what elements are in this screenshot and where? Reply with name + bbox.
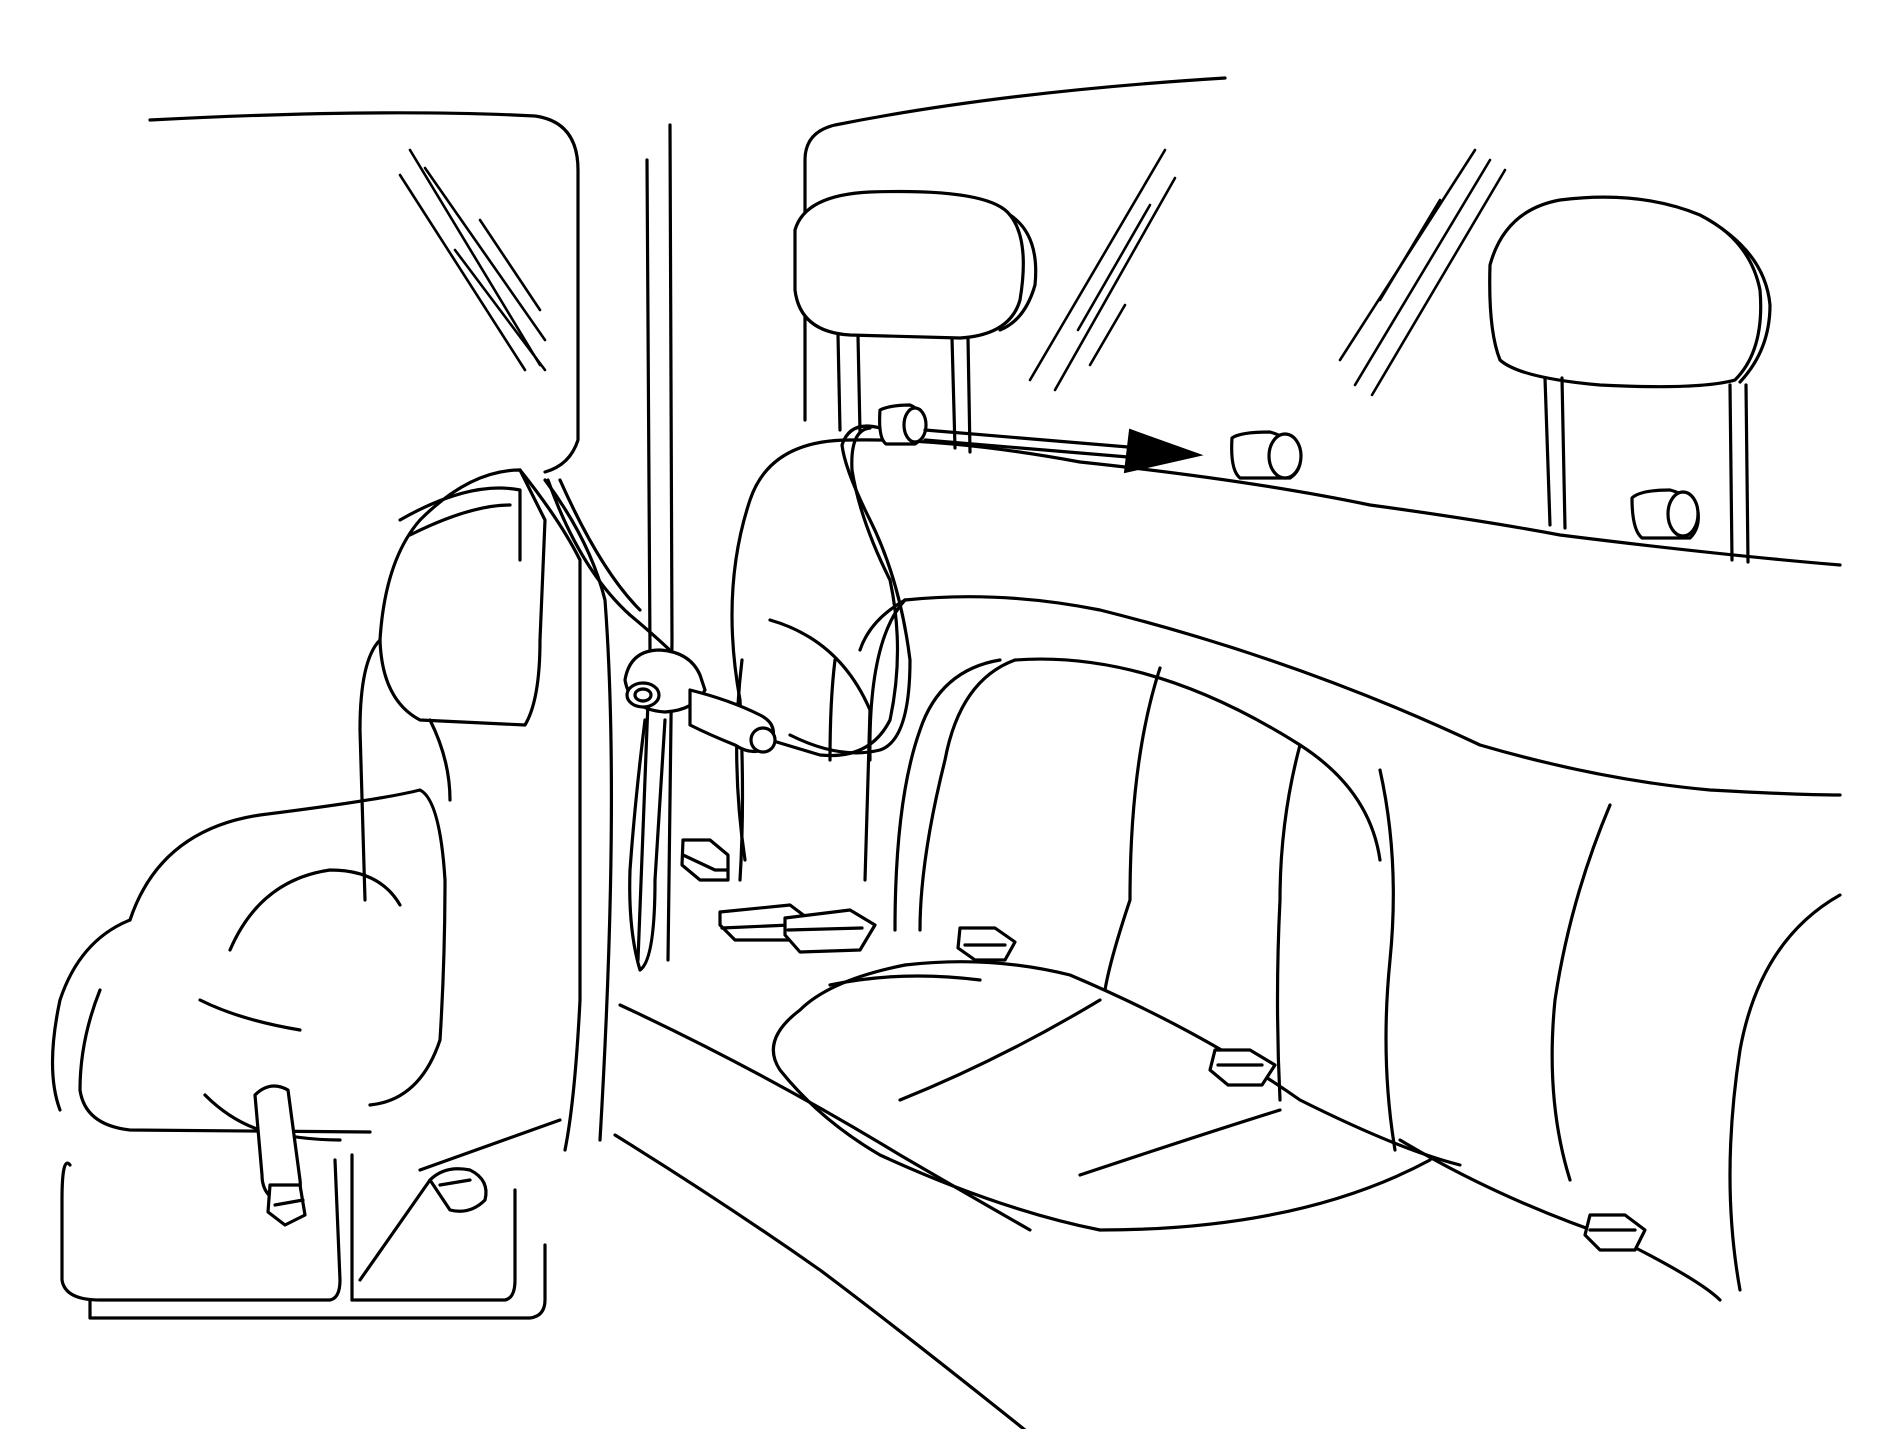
front-seat-cushion — [50, 788, 447, 1134]
front-seat-track — [358, 1118, 562, 1282]
buckle-icon — [680, 838, 877, 954]
center-retractor — [1230, 430, 1303, 480]
b-pillar — [636, 123, 674, 962]
seat-lever — [253, 1084, 307, 1227]
shoulder-belt — [546, 424, 912, 758]
rear-side-window — [803, 76, 1507, 422]
right-retractor — [1630, 488, 1700, 540]
rear-seat-back — [730, 438, 1842, 1292]
lap-belt — [628, 718, 667, 972]
front-door-window — [148, 111, 580, 474]
belt-guide — [623, 648, 777, 754]
left-retractor — [878, 403, 928, 446]
left-rear-headrest — [793, 189, 1038, 454]
anchor-icon — [956, 926, 1647, 1252]
arrow-right-icon — [923, 428, 1204, 474]
front-seat-back — [358, 468, 614, 1152]
right-rear-headrest — [1488, 195, 1772, 564]
